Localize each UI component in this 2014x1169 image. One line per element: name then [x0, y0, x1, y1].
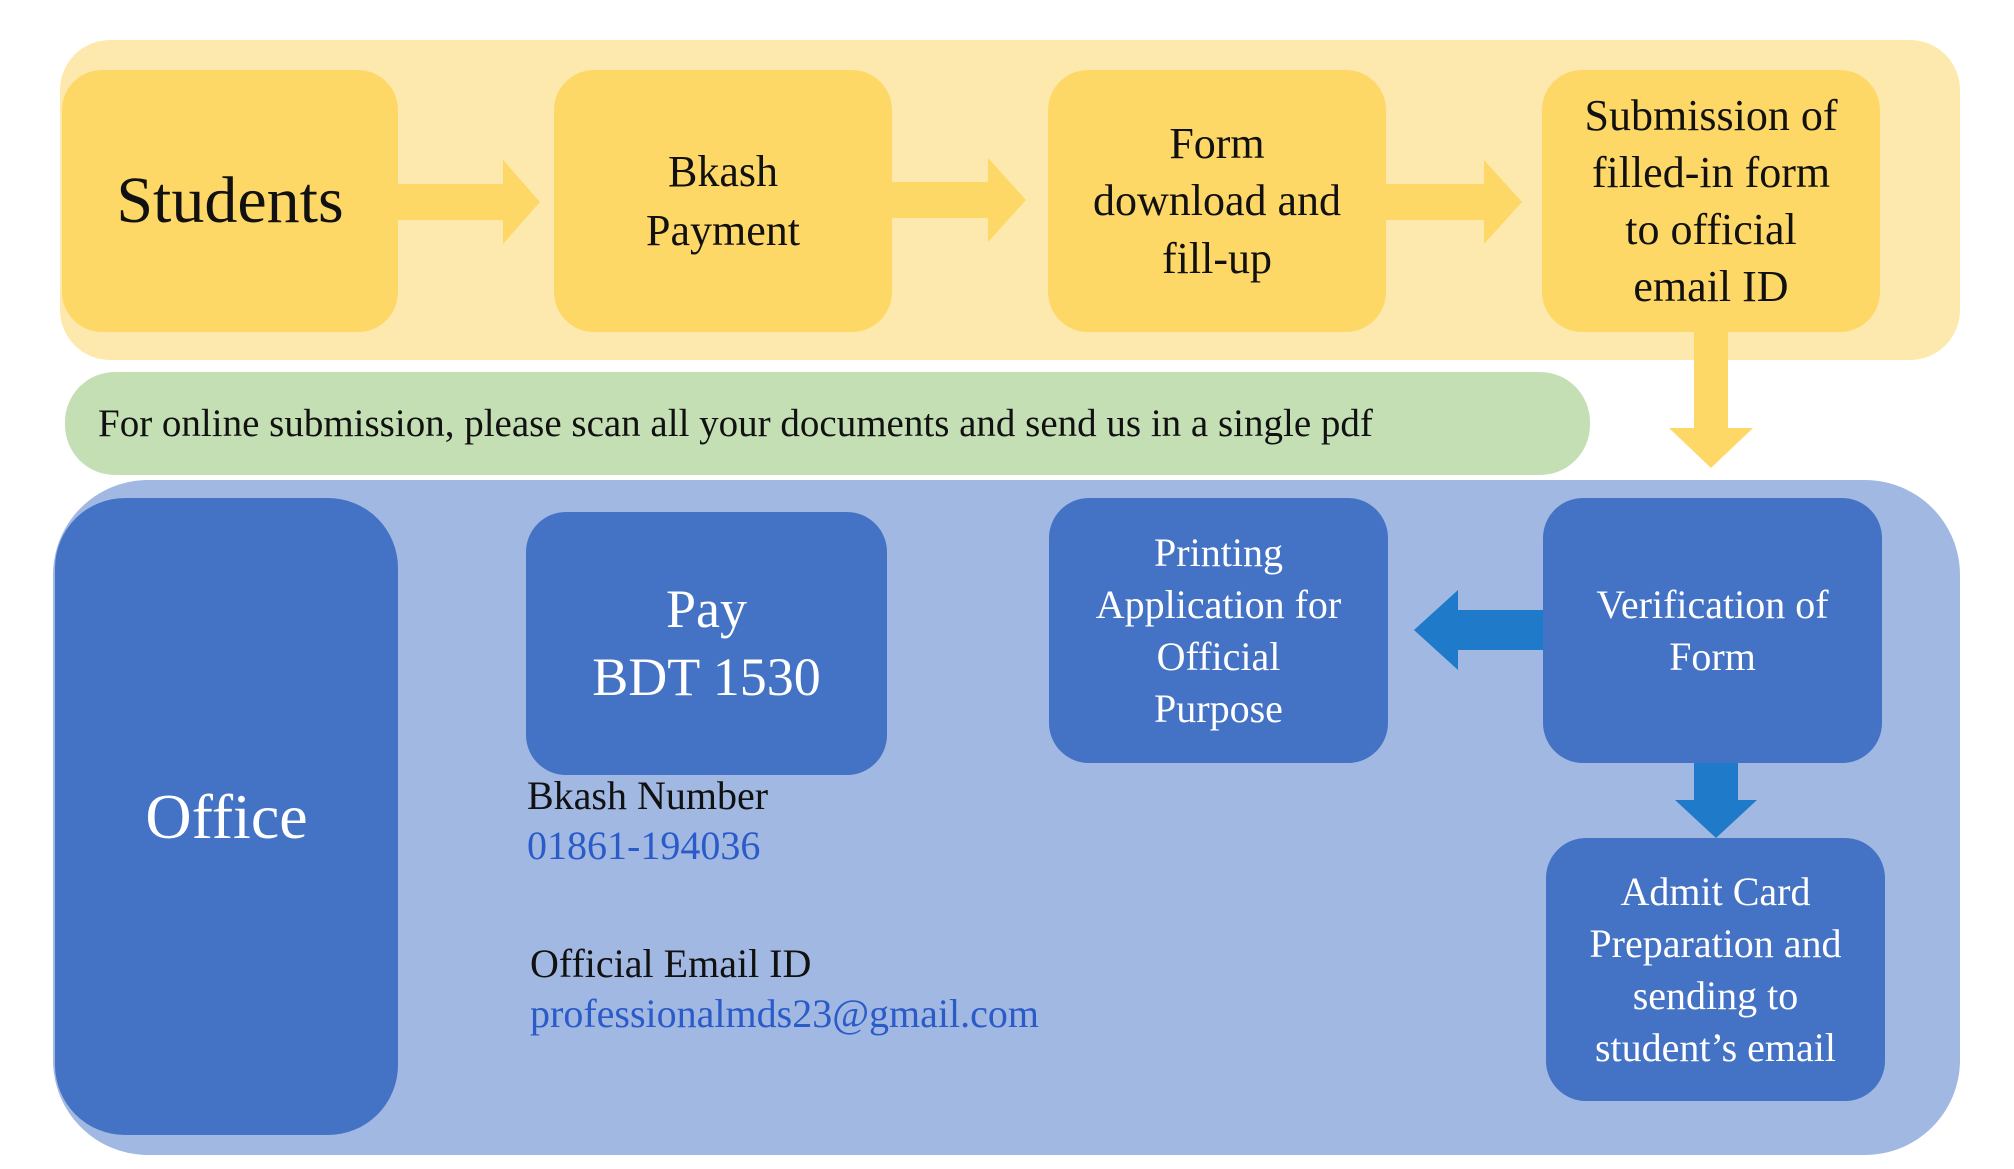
form-download-box: Form download and fill-up — [1048, 70, 1386, 332]
bkash-number-label: Bkash Number — [527, 773, 769, 818]
arrow-students-to-payment — [398, 160, 540, 244]
email-label: Official Email ID — [530, 941, 812, 986]
form-download-label: Form download and fill-up — [1092, 119, 1342, 283]
bkash-number-value: 01861-194036 — [527, 823, 761, 868]
bkash-payment-box: Bkash Payment — [554, 70, 892, 332]
admit-card-box: Admit Card Preparation and sending to st… — [1546, 838, 1885, 1101]
submission-box: Submission of filled-in form to official… — [1542, 70, 1880, 332]
online-submission-note: For online submission, please scan all y… — [65, 372, 1590, 475]
students-title: Students — [116, 164, 344, 238]
arrow-verification-to-printing — [1414, 590, 1543, 670]
office-title: Office — [145, 780, 308, 852]
office-box: Office — [55, 498, 398, 1135]
arrow-form-to-submission — [1386, 160, 1522, 244]
arrow-verification-to-admit-card — [1675, 762, 1757, 838]
arrow-submission-to-verification — [1669, 330, 1753, 468]
printing-application-box: Printing Application for Official Purpos… — [1049, 498, 1388, 763]
pay-amount-box: Pay BDT 1530 — [526, 512, 887, 775]
printing-application-label: Printing Application for Official Purpos… — [1095, 529, 1342, 731]
verification-label: Verification of Form — [1596, 581, 1829, 679]
arrow-payment-to-form — [892, 158, 1026, 242]
verification-box: Verification of Form — [1543, 498, 1882, 763]
submission-label: Submission of filled-in form to official… — [1584, 90, 1838, 312]
bkash-payment-label: Bkash Payment — [646, 146, 800, 255]
admit-card-label: Admit Card Preparation and sending to st… — [1589, 868, 1842, 1070]
email-value: professionalmds23@gmail.com — [530, 991, 1039, 1036]
pay-amount-label: Pay BDT 1530 — [592, 579, 821, 707]
students-box: Students — [62, 70, 398, 332]
online-submission-note-text: For online submission, please scan all y… — [98, 402, 1373, 445]
